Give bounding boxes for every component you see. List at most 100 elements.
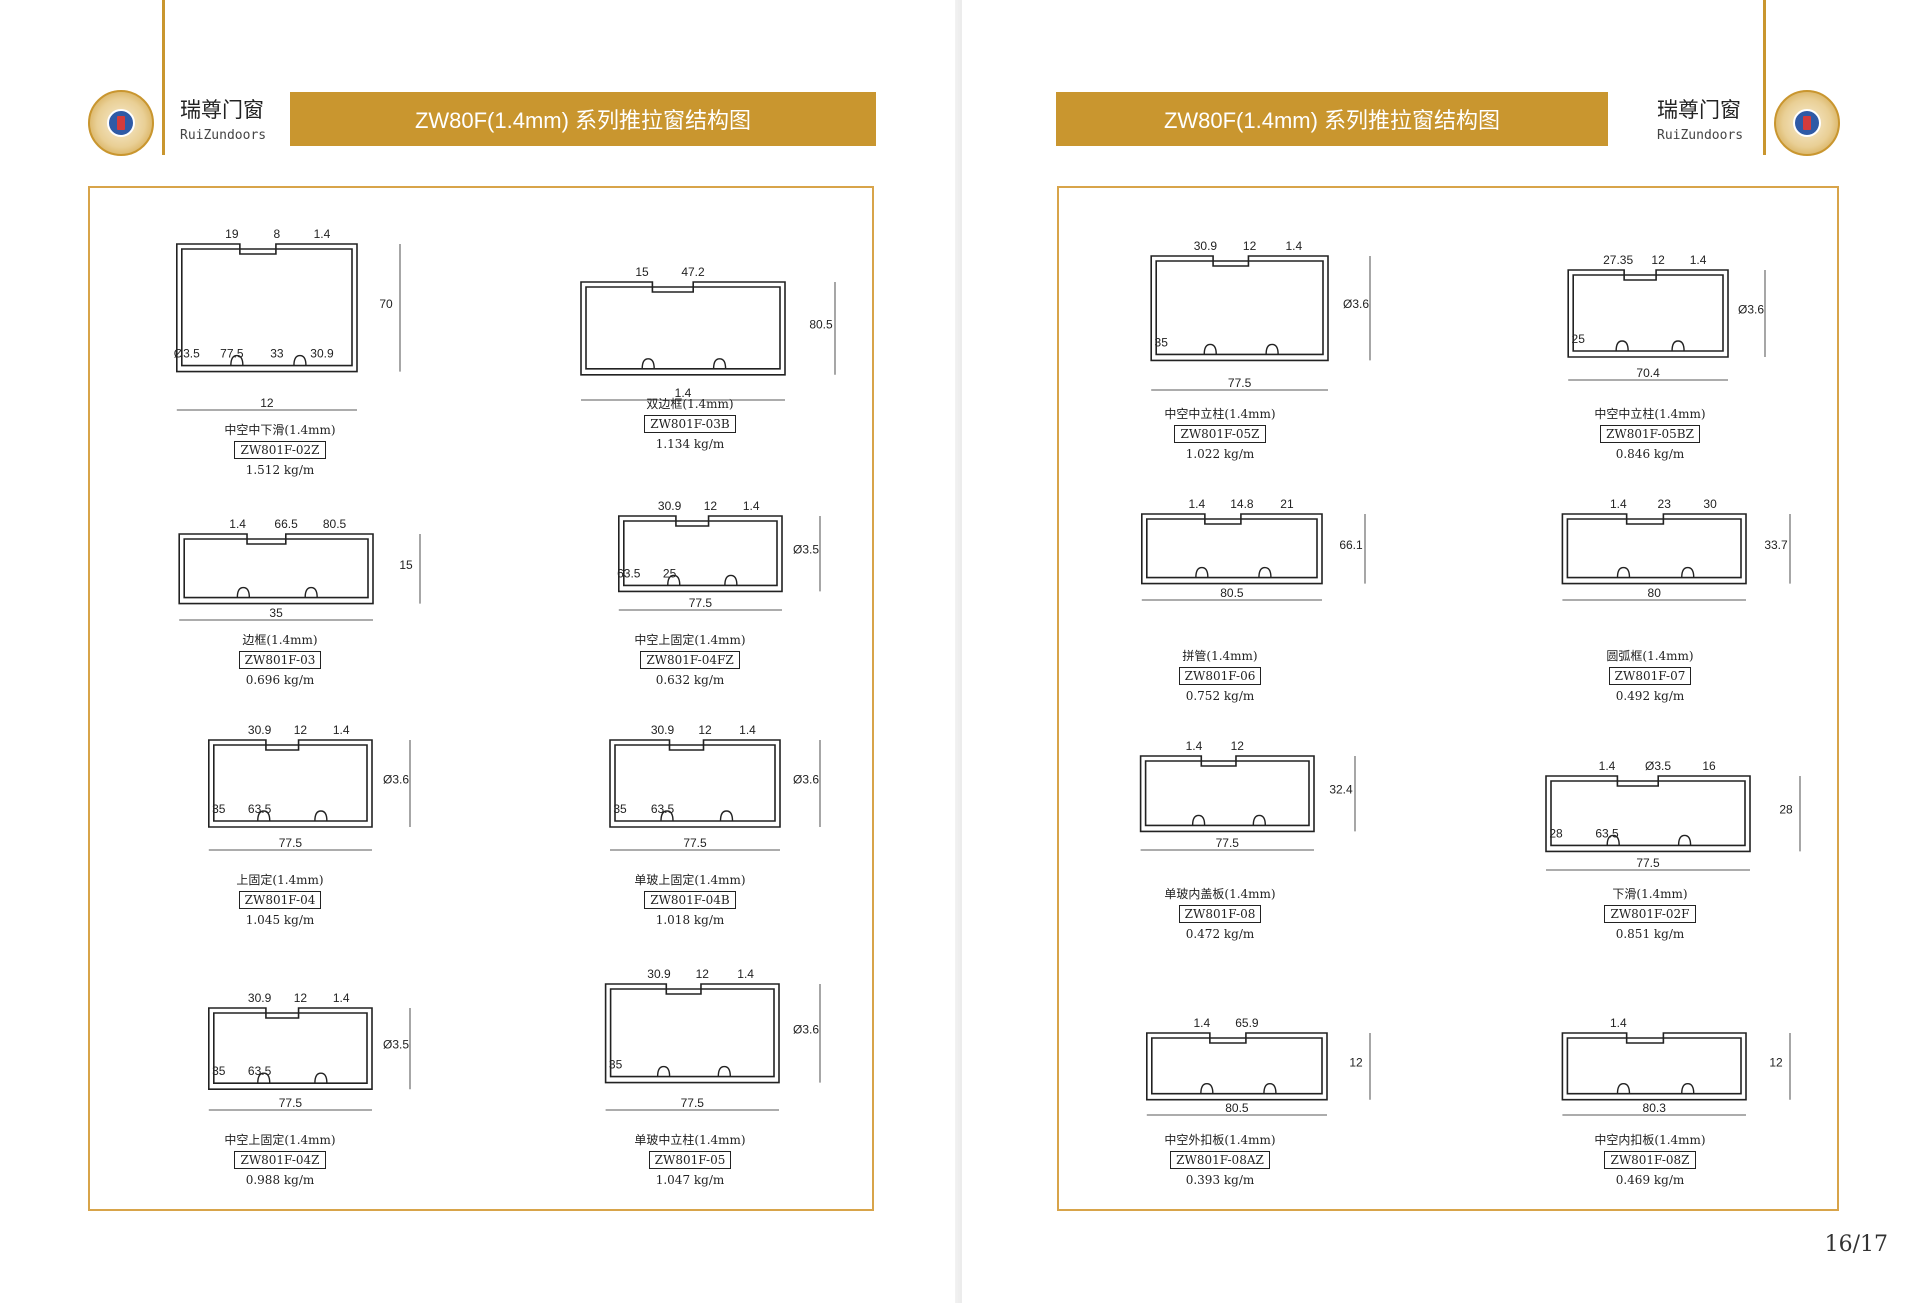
profile-code: ZW801F-02Z — [234, 441, 326, 459]
dimension-label: 65.9 — [1235, 1016, 1259, 1030]
profile-outline — [208, 739, 373, 828]
dimension-label: 12 — [294, 991, 308, 1005]
profile-outline — [1146, 1032, 1328, 1101]
dimension-label: 12 — [696, 967, 710, 981]
dimension-label: 12 — [1243, 239, 1257, 253]
brand-sub: RuiZundoors — [180, 128, 267, 143]
dimension-label: 63.5 — [248, 1064, 272, 1078]
dimension-label: 30.9 — [647, 967, 671, 981]
clip-hook — [656, 1065, 671, 1077]
dimension-label: Ø3.6 — [793, 1022, 819, 1036]
profile-outline — [604, 983, 780, 1084]
profile-code: ZW801F-06 — [1178, 667, 1262, 685]
right-page: ZW80F(1.4mm) 系列推拉窗结构图 瑞尊门窗 RuiZundoors 1… — [962, 0, 1920, 1303]
clip-hook — [1606, 834, 1620, 846]
profile-name: 单玻内盖板(1.4mm) — [1164, 887, 1276, 901]
profile-code: ZW801F-04 — [238, 891, 322, 909]
profile-name: 中空中立柱(1.4mm) — [1164, 407, 1276, 421]
dimension-label: 1.4 — [743, 499, 760, 513]
page-title: ZW80F(1.4mm) 系列推拉窗结构图 — [290, 92, 876, 146]
clip-hook — [667, 574, 681, 586]
profile-name: 下滑(1.4mm) — [1612, 887, 1688, 901]
dimension-label: 1.4 — [229, 517, 246, 531]
dimension-label: 35 — [212, 1064, 226, 1078]
clip-hook — [1252, 814, 1267, 826]
dimension-label: 77.5 — [279, 836, 303, 850]
clip-hook — [257, 1072, 271, 1084]
dimension-label: 1.4 — [1194, 1016, 1211, 1030]
profile-outline — [609, 739, 781, 828]
dimension-label: 35 — [212, 802, 226, 816]
profile-outline — [208, 1007, 373, 1090]
profile-weight: 1.018 kg/m — [655, 913, 725, 927]
profile-name: 单玻上固定(1.4mm) — [634, 873, 746, 887]
dimension-label: 1.4 — [1610, 1016, 1627, 1030]
dimension-label: 25 — [1572, 332, 1586, 346]
dimension-label: 1.4 — [1285, 239, 1302, 253]
profile-name: 单玻中立柱(1.4mm) — [634, 1133, 746, 1147]
profile-code: ZW801F-08AZ — [1170, 1151, 1270, 1169]
dimension-label: 77.5 — [220, 347, 244, 361]
dimension-label: 12 — [1651, 253, 1665, 267]
profile-name: 拼管(1.4mm) — [1182, 649, 1258, 663]
dimension-label: 28 — [1549, 826, 1563, 840]
dimension-label: 77.5 — [689, 596, 713, 610]
dimension-label: 30.9 — [1194, 239, 1218, 253]
dimension-label: 15 — [635, 265, 649, 279]
dimension-label: 28 — [1779, 803, 1793, 817]
profile-name: 中空中立柱(1.4mm) — [1594, 407, 1706, 421]
clip-hook — [1615, 340, 1629, 352]
dimension-label: 25 — [663, 566, 677, 580]
dimension-label: 1.4 — [675, 386, 692, 400]
brand-logo-right — [1774, 90, 1840, 156]
profile-code: ZW801F-08 — [1178, 905, 1262, 923]
dimension-label: 1.4 — [1189, 497, 1206, 511]
dimension-label: 30.9 — [651, 723, 675, 737]
profile-code: ZW801F-07 — [1608, 667, 1692, 685]
dimension-label: 30 — [1703, 497, 1717, 511]
clip-hook — [1616, 566, 1631, 578]
profile-weight: 0.752 kg/m — [1185, 689, 1255, 703]
profile-name: 圆弧框(1.4mm) — [1606, 649, 1694, 663]
dimension-label: 70 — [379, 297, 393, 311]
page-title-right: ZW80F(1.4mm) 系列推拉窗结构图 — [1056, 92, 1608, 146]
profile-weight: 1.022 kg/m — [1185, 447, 1255, 461]
dimension-label: 16 — [1702, 759, 1716, 773]
profile-weight: 0.632 kg/m — [655, 673, 725, 687]
profile-outline — [1141, 513, 1323, 585]
dimension-label: 1.4 — [1186, 739, 1203, 753]
dimension-label: 35 — [613, 802, 627, 816]
dimension-label: Ø3.6 — [1738, 303, 1764, 317]
profile-name: 边框(1.4mm) — [242, 633, 318, 647]
dimension-label: 1.4 — [333, 723, 350, 737]
profile-weight: 1.134 kg/m — [655, 437, 725, 451]
dimension-label: 70.4 — [1636, 366, 1660, 380]
dimension-label: 23 — [1658, 497, 1672, 511]
profile-outline — [618, 515, 783, 593]
clip-hook — [1265, 343, 1279, 355]
clip-hook — [314, 1072, 328, 1084]
dimension-label: 1.4 — [1599, 759, 1616, 773]
dimension-label: 63.5 — [248, 802, 272, 816]
dimension-label: 66.1 — [1339, 538, 1363, 552]
dimension-label: 80.3 — [1643, 1101, 1667, 1115]
dimension-label: 1.4 — [1610, 497, 1627, 511]
